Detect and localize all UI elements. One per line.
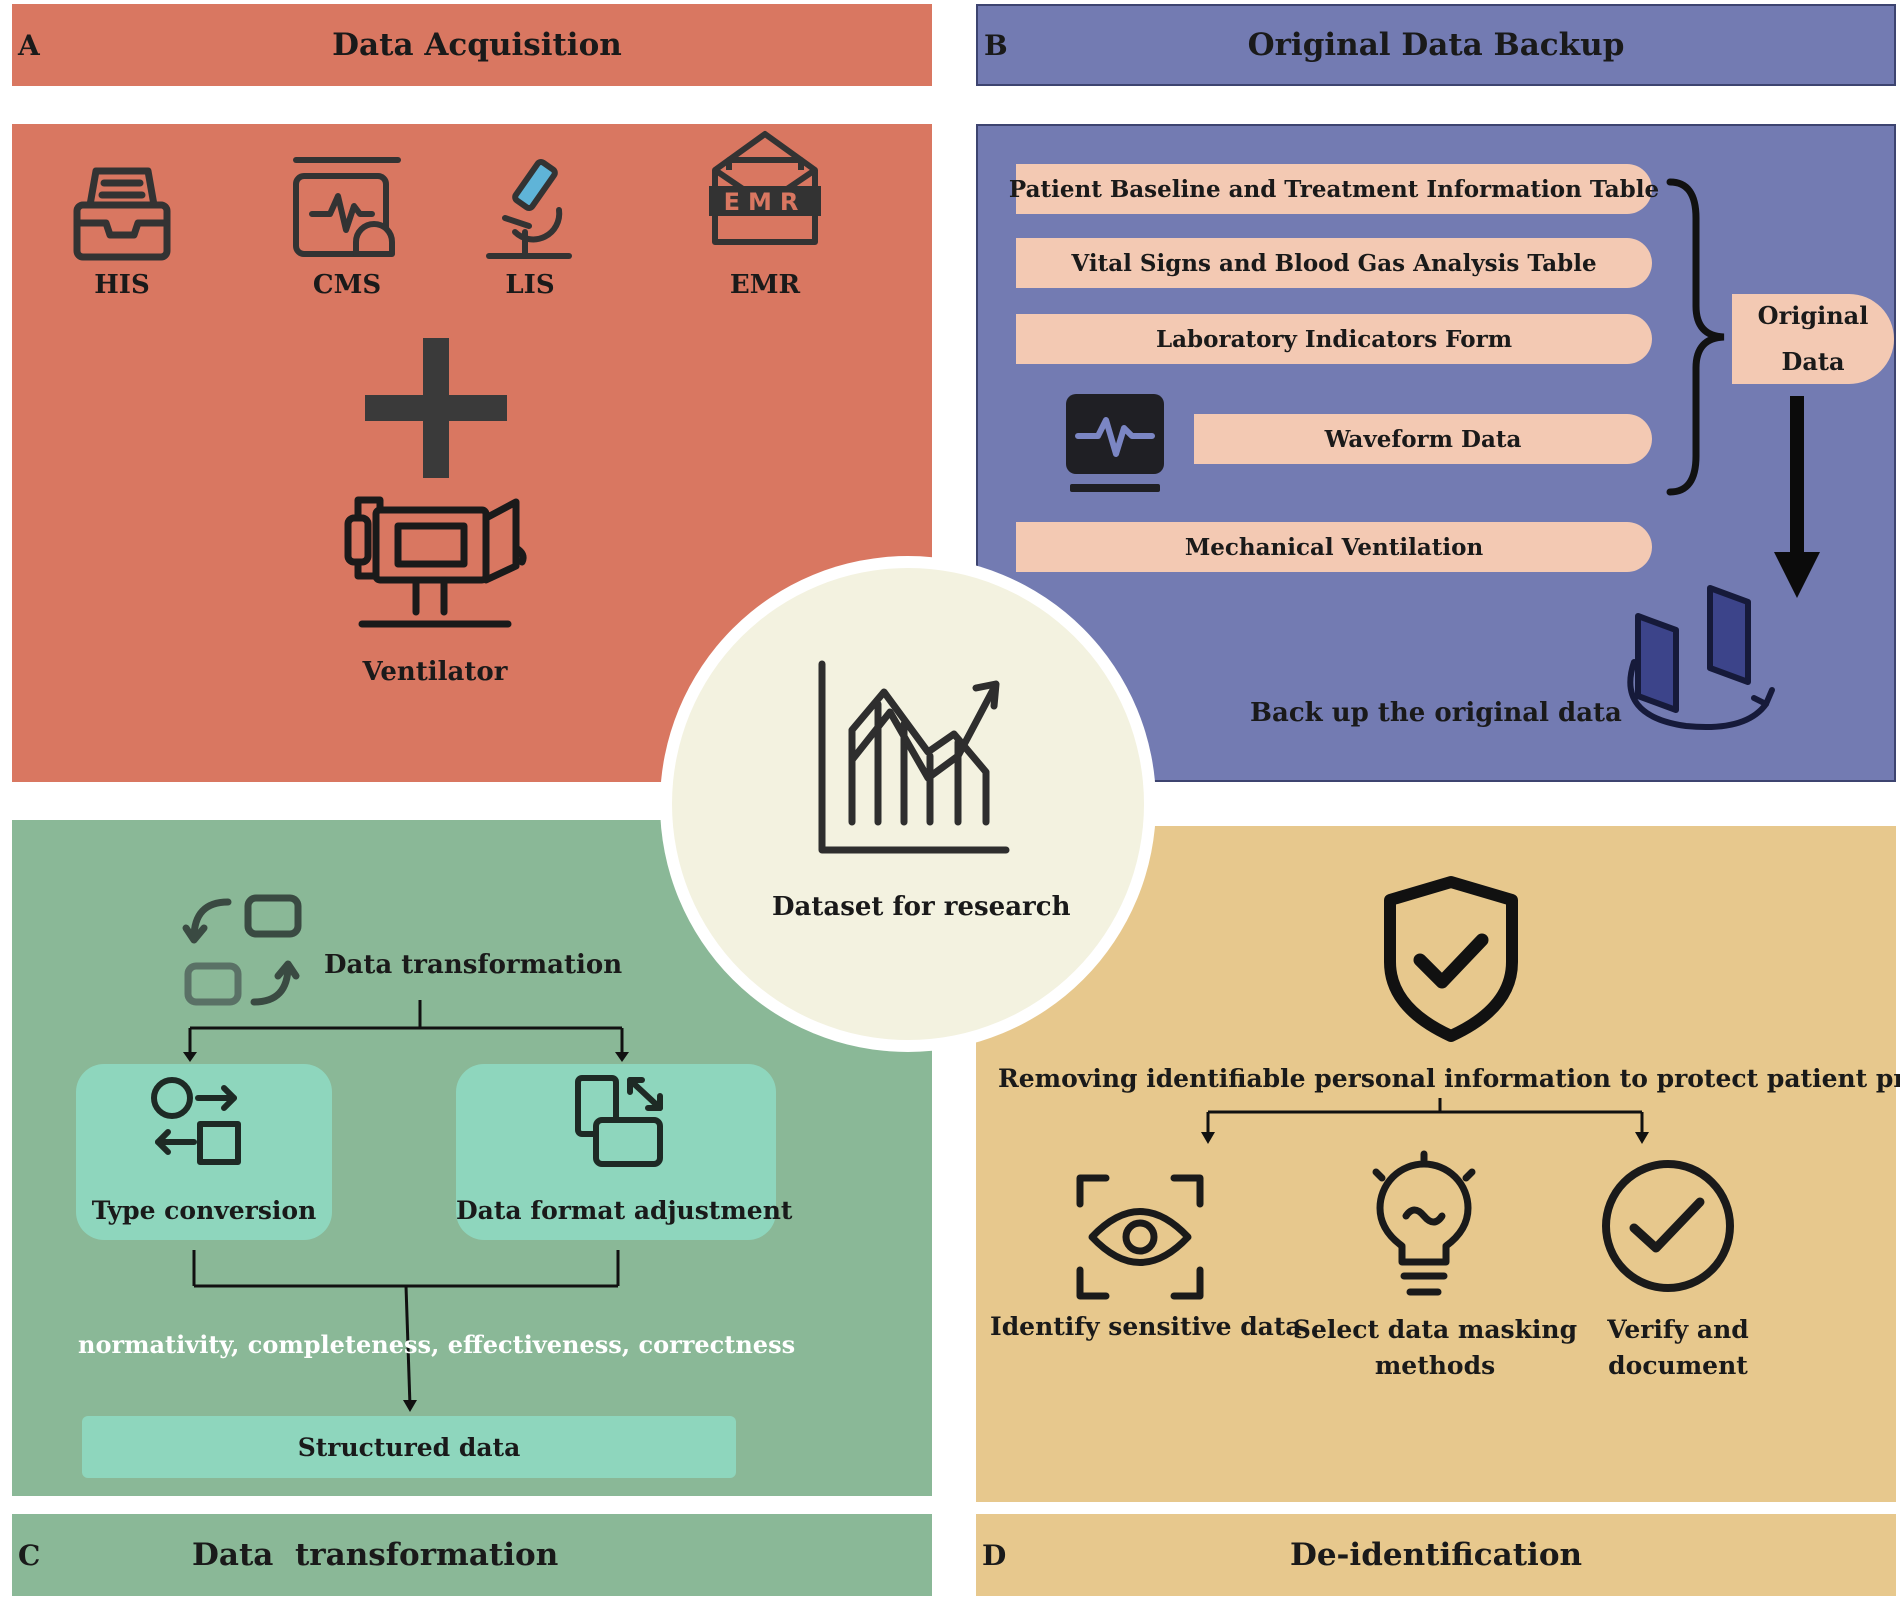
original-data-line1: Original bbox=[1757, 301, 1869, 330]
panel-b-letter: B bbox=[984, 28, 1008, 62]
original-data-tag: Original Data bbox=[1732, 294, 1894, 384]
panel-b-header: B Original Data Backup bbox=[976, 4, 1896, 86]
cms-label: CMS bbox=[312, 270, 382, 300]
panel-d-title: De-identification bbox=[1289, 1537, 1583, 1573]
panel-c-title: Data transformation bbox=[192, 1537, 559, 1573]
flow-lines-deid bbox=[1201, 1098, 1649, 1144]
panel-d-header: D De-identification bbox=[976, 1514, 1896, 1596]
panel-b-title: Original Data Backup bbox=[1247, 27, 1625, 63]
table-pill-ventilation: Mechanical Ventilation bbox=[1016, 522, 1652, 572]
waveform-monitor-icon bbox=[1066, 394, 1164, 492]
lightbulb-icon bbox=[1372, 1150, 1476, 1296]
table-pill-baseline: Patient Baseline and Treatment Informati… bbox=[1009, 164, 1659, 214]
emr-badge-text: EMR bbox=[724, 188, 807, 216]
lis-label: LIS bbox=[505, 270, 555, 300]
ventilator-icon bbox=[344, 496, 527, 628]
ventilator-label: Ventilator bbox=[362, 657, 508, 687]
format-adjustment-icon bbox=[575, 1075, 663, 1167]
table-pill-waveform: Waveform Data bbox=[1194, 414, 1652, 464]
down-arrow-icon bbox=[1774, 396, 1820, 598]
backup-icon bbox=[1627, 585, 1775, 731]
verify-document-label: Verify and document bbox=[1560, 1312, 1796, 1384]
criteria-label: normativity, completeness, effectiveness… bbox=[78, 1330, 796, 1359]
select-masking-line2: methods bbox=[1374, 1351, 1496, 1380]
check-circle-icon bbox=[1602, 1160, 1734, 1292]
format-adjustment-label: Data format adjustment bbox=[456, 1196, 793, 1225]
type-conversion-box bbox=[76, 1064, 332, 1240]
deid-headline: Removing identifiable personal informati… bbox=[998, 1064, 1900, 1093]
his-label: HIS bbox=[94, 270, 150, 300]
center-label: Dataset for research bbox=[772, 892, 1071, 922]
cms-icon bbox=[293, 157, 401, 257]
type-conversion-label: Type conversion bbox=[91, 1196, 317, 1225]
his-icon bbox=[73, 167, 171, 261]
table-pill-vital-signs: Vital Signs and Blood Gas Analysis Table bbox=[1016, 238, 1652, 288]
microscope-icon bbox=[486, 158, 572, 259]
center-circle-inner bbox=[672, 568, 1144, 1040]
chart-trend-icon bbox=[818, 660, 1010, 854]
flow-lines-bottom bbox=[192, 1250, 620, 1412]
type-conversion-icon bbox=[151, 1077, 241, 1165]
table-pill-laboratory: Laboratory Indicators Form bbox=[1016, 314, 1652, 364]
backup-label: Back up the original data bbox=[1250, 698, 1622, 728]
transform-label: Data transformation bbox=[324, 950, 623, 980]
select-masking-line1: Select data masking bbox=[1292, 1315, 1578, 1344]
verify-document-line1: Verify and bbox=[1607, 1315, 1749, 1344]
transform-icon bbox=[182, 894, 302, 1006]
plus-icon bbox=[365, 338, 507, 478]
panel-a-title: Data Acquisition bbox=[332, 27, 622, 63]
structured-data-box: Structured data bbox=[82, 1416, 736, 1478]
original-data-line2: Data bbox=[1781, 347, 1845, 376]
grouping-brace bbox=[1666, 178, 1725, 496]
emr-label: EMR bbox=[729, 270, 801, 300]
eye-scan-icon bbox=[1076, 1174, 1204, 1300]
panel-a-letter: A bbox=[18, 28, 40, 62]
panel-d-letter: D bbox=[982, 1538, 1007, 1572]
panel-c-header: C Data transformation bbox=[12, 1514, 932, 1596]
structured-data-label: Structured data bbox=[297, 1432, 521, 1462]
emr-icon: EMR bbox=[709, 131, 821, 245]
identify-sensitive-label: Identify sensitive data bbox=[990, 1312, 1302, 1341]
verify-document-line2: document bbox=[1608, 1351, 1748, 1380]
flow-lines-top bbox=[183, 1000, 629, 1062]
shield-check-icon bbox=[1384, 876, 1518, 1042]
panel-c-letter: C bbox=[18, 1538, 41, 1572]
select-masking-label: Select data masking methods bbox=[1290, 1312, 1580, 1384]
panel-a-header: A Data Acquisition bbox=[12, 4, 932, 86]
